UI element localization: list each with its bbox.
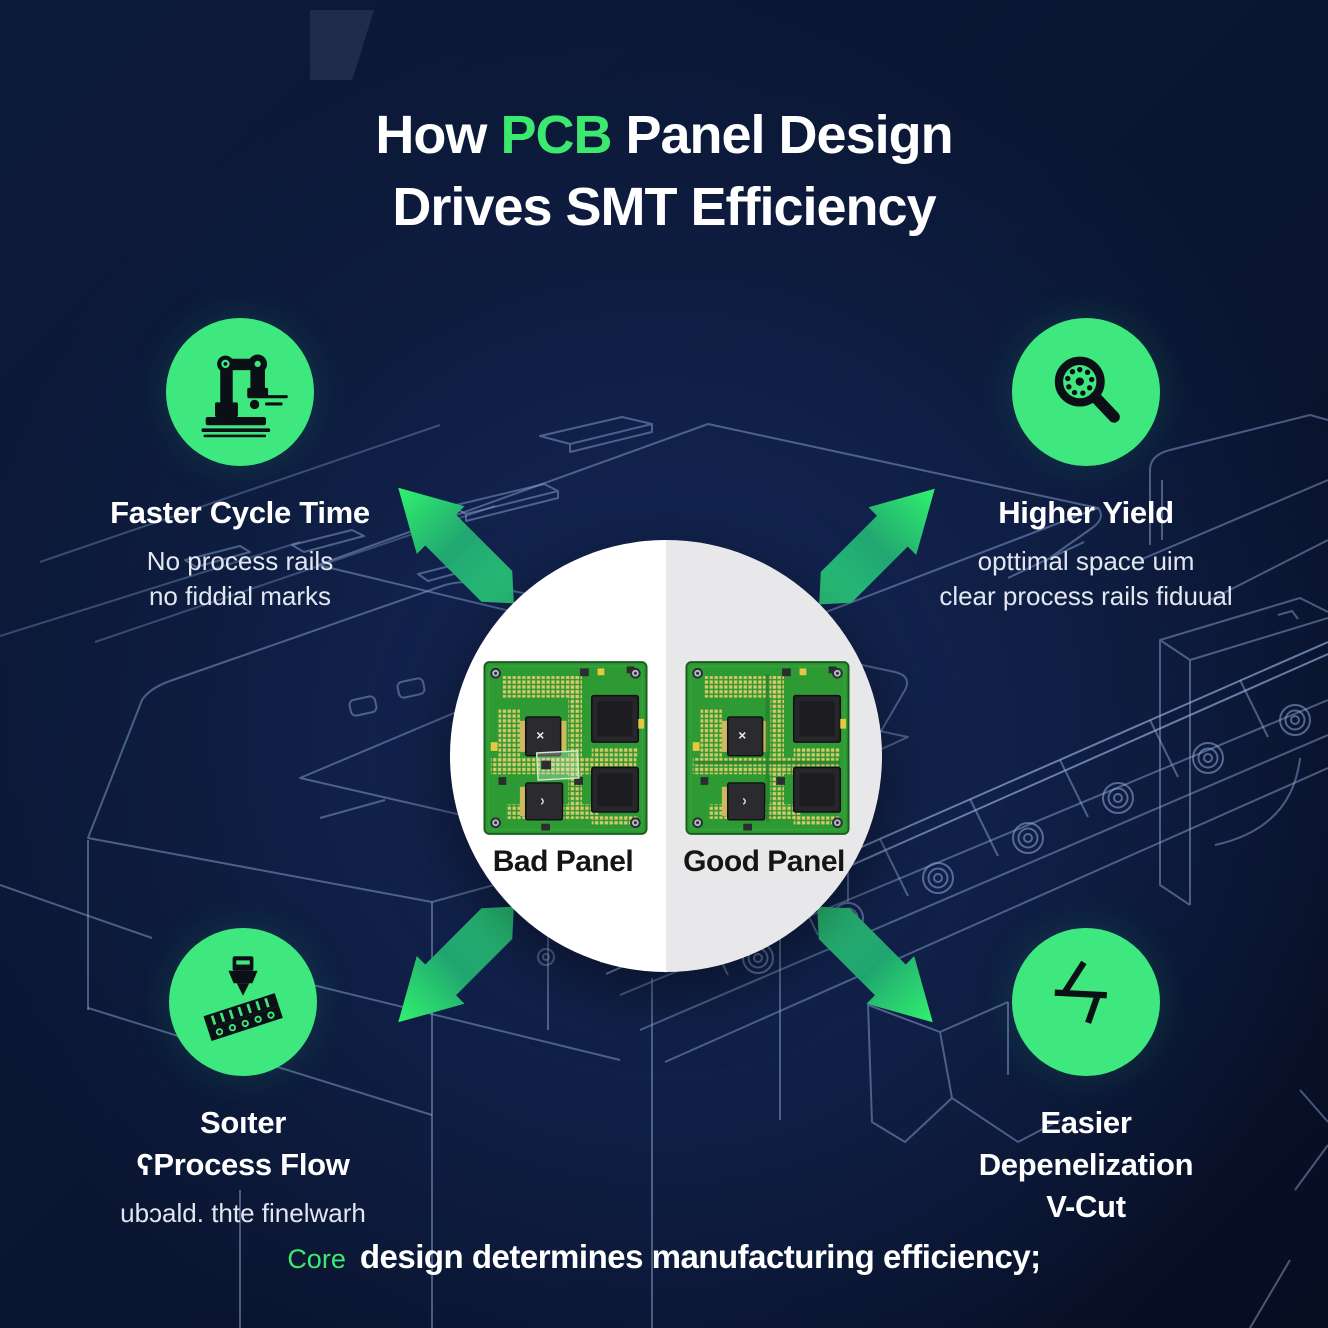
subline-1: opttimal space uim [977,546,1195,577]
quadrant-solder-process-flow: Soıter ʕProcess Flow ubɔald. thte finelw… [43,928,443,1231]
quadrant-higher-yield: Higher Yield opttimal space uim clear pr… [886,318,1286,614]
tagline-accent: Core [287,1244,346,1274]
title-line-1: How PCB Panel Design [0,100,1328,172]
corner-fold-shape [310,10,374,80]
quadrant-heading: Higher Yield [998,495,1174,530]
good-panel-label: Good Panel [683,845,845,878]
bad-panel-label: Bad Panel [492,845,634,878]
subline-2: no fiddial marks [148,581,332,612]
quadrant-easier-depanelization: Easier Depenelization V-Cut [886,928,1286,1228]
title-accent: PCB [500,105,612,165]
page-title: How PCB Panel Design Drives SMT Efficien… [0,100,1328,244]
heading-line-2: ʕProcess Flow [136,1147,350,1183]
robot-arm-glyph [201,354,288,438]
quadrant-subtext: opttimal space uim clear process rails f… [886,544,1286,614]
panel-comparison-circle: Bad Panel Good Panel [450,540,882,972]
heading-line-1: Soıter [199,1105,287,1140]
heading-line-3: V-Cut [1046,1189,1126,1225]
magnifier-glyph [1054,356,1120,423]
tagline-text: design determines manufacturing efficien… [359,1238,1041,1275]
v-cut-glyph [1054,960,1107,1024]
quadrant-faster-cycle-time: Faster Cycle Time No process rails no fi… [40,318,440,614]
quadrant-subtext: ubɔald. thte finelwarh [120,1198,366,1229]
solder-nozzle-glyph [203,956,283,1041]
quadrant-heading: Easier Depenelization V-Cut [886,1102,1286,1228]
quadrant-heading: Faster Cycle Time [110,495,370,530]
title-line-2: Drives SMT Efficiency [392,176,936,237]
solder-conveyor-icon [169,928,317,1076]
bad-panel-image [483,661,648,835]
heading-line-2: Depenelization [978,1147,1194,1183]
subline-2: clear process rails fiduual [939,581,1233,612]
title-pre: How [375,105,487,165]
heading-line-1: Easier [1040,1105,1132,1140]
subline-1: No process rails [146,546,334,577]
inspection-magnifier-icon [1012,318,1160,466]
good-panel-image [685,661,850,835]
quadrant-subtext: No process rails no fiddial marks [40,544,440,614]
pick-and-place-robot-icon [166,318,314,466]
title-post: Panel Design [625,105,953,165]
bottom-tagline: Core design determines manufacturing effi… [0,1238,1328,1276]
quadrant-heading: Soıter ʕProcess Flow [43,1102,443,1186]
v-cut-icon [1012,928,1160,1076]
